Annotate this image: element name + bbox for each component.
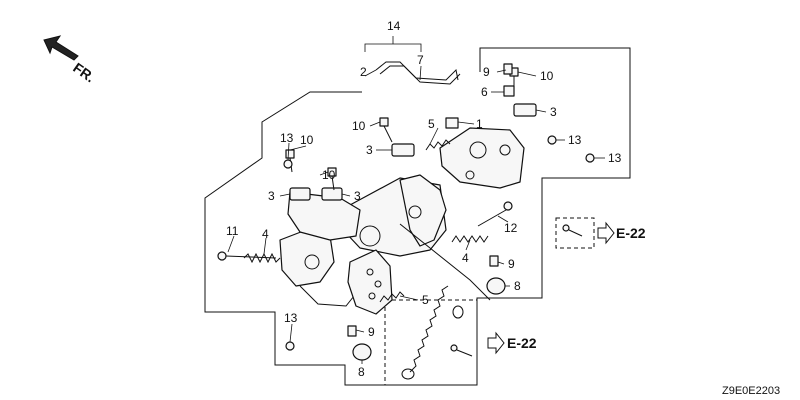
callout-13-b: 13 xyxy=(568,133,582,147)
bolt-9-a xyxy=(503,63,513,75)
callout-10-b: 10 xyxy=(352,119,366,133)
callout-6: 6 xyxy=(481,85,488,99)
callout-9-b: 9 xyxy=(508,257,515,271)
nut-13-c xyxy=(585,153,595,163)
callout-3-c: 3 xyxy=(268,189,275,203)
reference-label-top: E-22 xyxy=(616,225,646,241)
callout-13-d: 13 xyxy=(284,311,298,325)
reference-bolt-top xyxy=(562,224,583,237)
callout-8-a: 8 xyxy=(514,279,521,293)
clip-3-a xyxy=(513,103,537,117)
reference-arrow-top-icon xyxy=(597,221,615,245)
callout-13-c: 13 xyxy=(608,151,622,165)
front-direction-arrow-icon xyxy=(43,35,79,61)
callout-4-a: 4 xyxy=(262,227,269,241)
callout-8-b: 8 xyxy=(358,365,365,379)
bolt-11 xyxy=(217,251,277,261)
left-bracket xyxy=(279,191,361,307)
clip-3-c xyxy=(289,187,311,201)
direction-label: FR. xyxy=(70,59,98,85)
callout-1: 1 xyxy=(476,117,483,131)
callout-5-b: 5 xyxy=(422,293,429,307)
reference-bolt-bottom xyxy=(450,344,473,357)
bolt-12 xyxy=(477,201,513,227)
clip-3-b xyxy=(391,143,415,157)
drawing-code: Z9E0E2203 xyxy=(722,385,780,397)
callout-3-d: 3 xyxy=(354,189,361,203)
assembly-outline xyxy=(204,47,631,386)
nut-13-b xyxy=(547,135,557,145)
bolt-9-b xyxy=(489,255,499,267)
reference-box-bottom xyxy=(384,299,478,386)
cap-8-b xyxy=(352,343,372,361)
callout-14: 14 xyxy=(387,19,401,33)
clip-3-d xyxy=(321,187,343,201)
cap-8-a xyxy=(486,277,506,295)
callout-11: 11 xyxy=(226,224,239,238)
bolt-9-c xyxy=(347,325,357,337)
nut-13-a xyxy=(283,159,293,169)
governor-rod xyxy=(375,61,461,85)
reference-arrow-bottom-icon xyxy=(487,331,505,355)
nut-13-d xyxy=(285,341,295,351)
callout-4-b: 4 xyxy=(462,251,469,265)
bolt-6 xyxy=(503,85,515,97)
extension-spring xyxy=(401,285,464,380)
callout-10-d: 10 xyxy=(322,168,336,182)
reference-label-bottom: E-22 xyxy=(507,335,537,351)
upper-bracket-plate xyxy=(439,127,525,189)
callout-12: 12 xyxy=(504,221,518,235)
reference-box-top xyxy=(555,217,595,249)
callouts: 14 2 7 9 10 6 3 1 5 10 3 13 13 13 10 10 … xyxy=(226,19,622,379)
callout-9-a: 9 xyxy=(483,65,490,79)
callout-7: 7 xyxy=(417,53,424,67)
callout-10-a: 10 xyxy=(540,69,554,83)
spring-4-right xyxy=(451,235,489,243)
callout-9-c: 9 xyxy=(368,325,375,339)
callout-3-a: 3 xyxy=(550,105,557,119)
callout-5-a: 5 xyxy=(428,117,435,131)
lower-plate xyxy=(347,249,393,315)
callout-2: 2 xyxy=(360,65,367,79)
callout-3-b: 3 xyxy=(366,143,373,157)
bolt-10-b xyxy=(379,117,393,143)
bolt-1 xyxy=(445,117,459,129)
spring-5-bottom xyxy=(379,291,405,303)
callout-13-a: 13 xyxy=(280,131,294,145)
callout-10-c: 10 xyxy=(300,133,314,147)
lever-arm xyxy=(399,223,491,301)
center-bracket xyxy=(344,174,447,257)
leader-lines xyxy=(227,36,605,364)
